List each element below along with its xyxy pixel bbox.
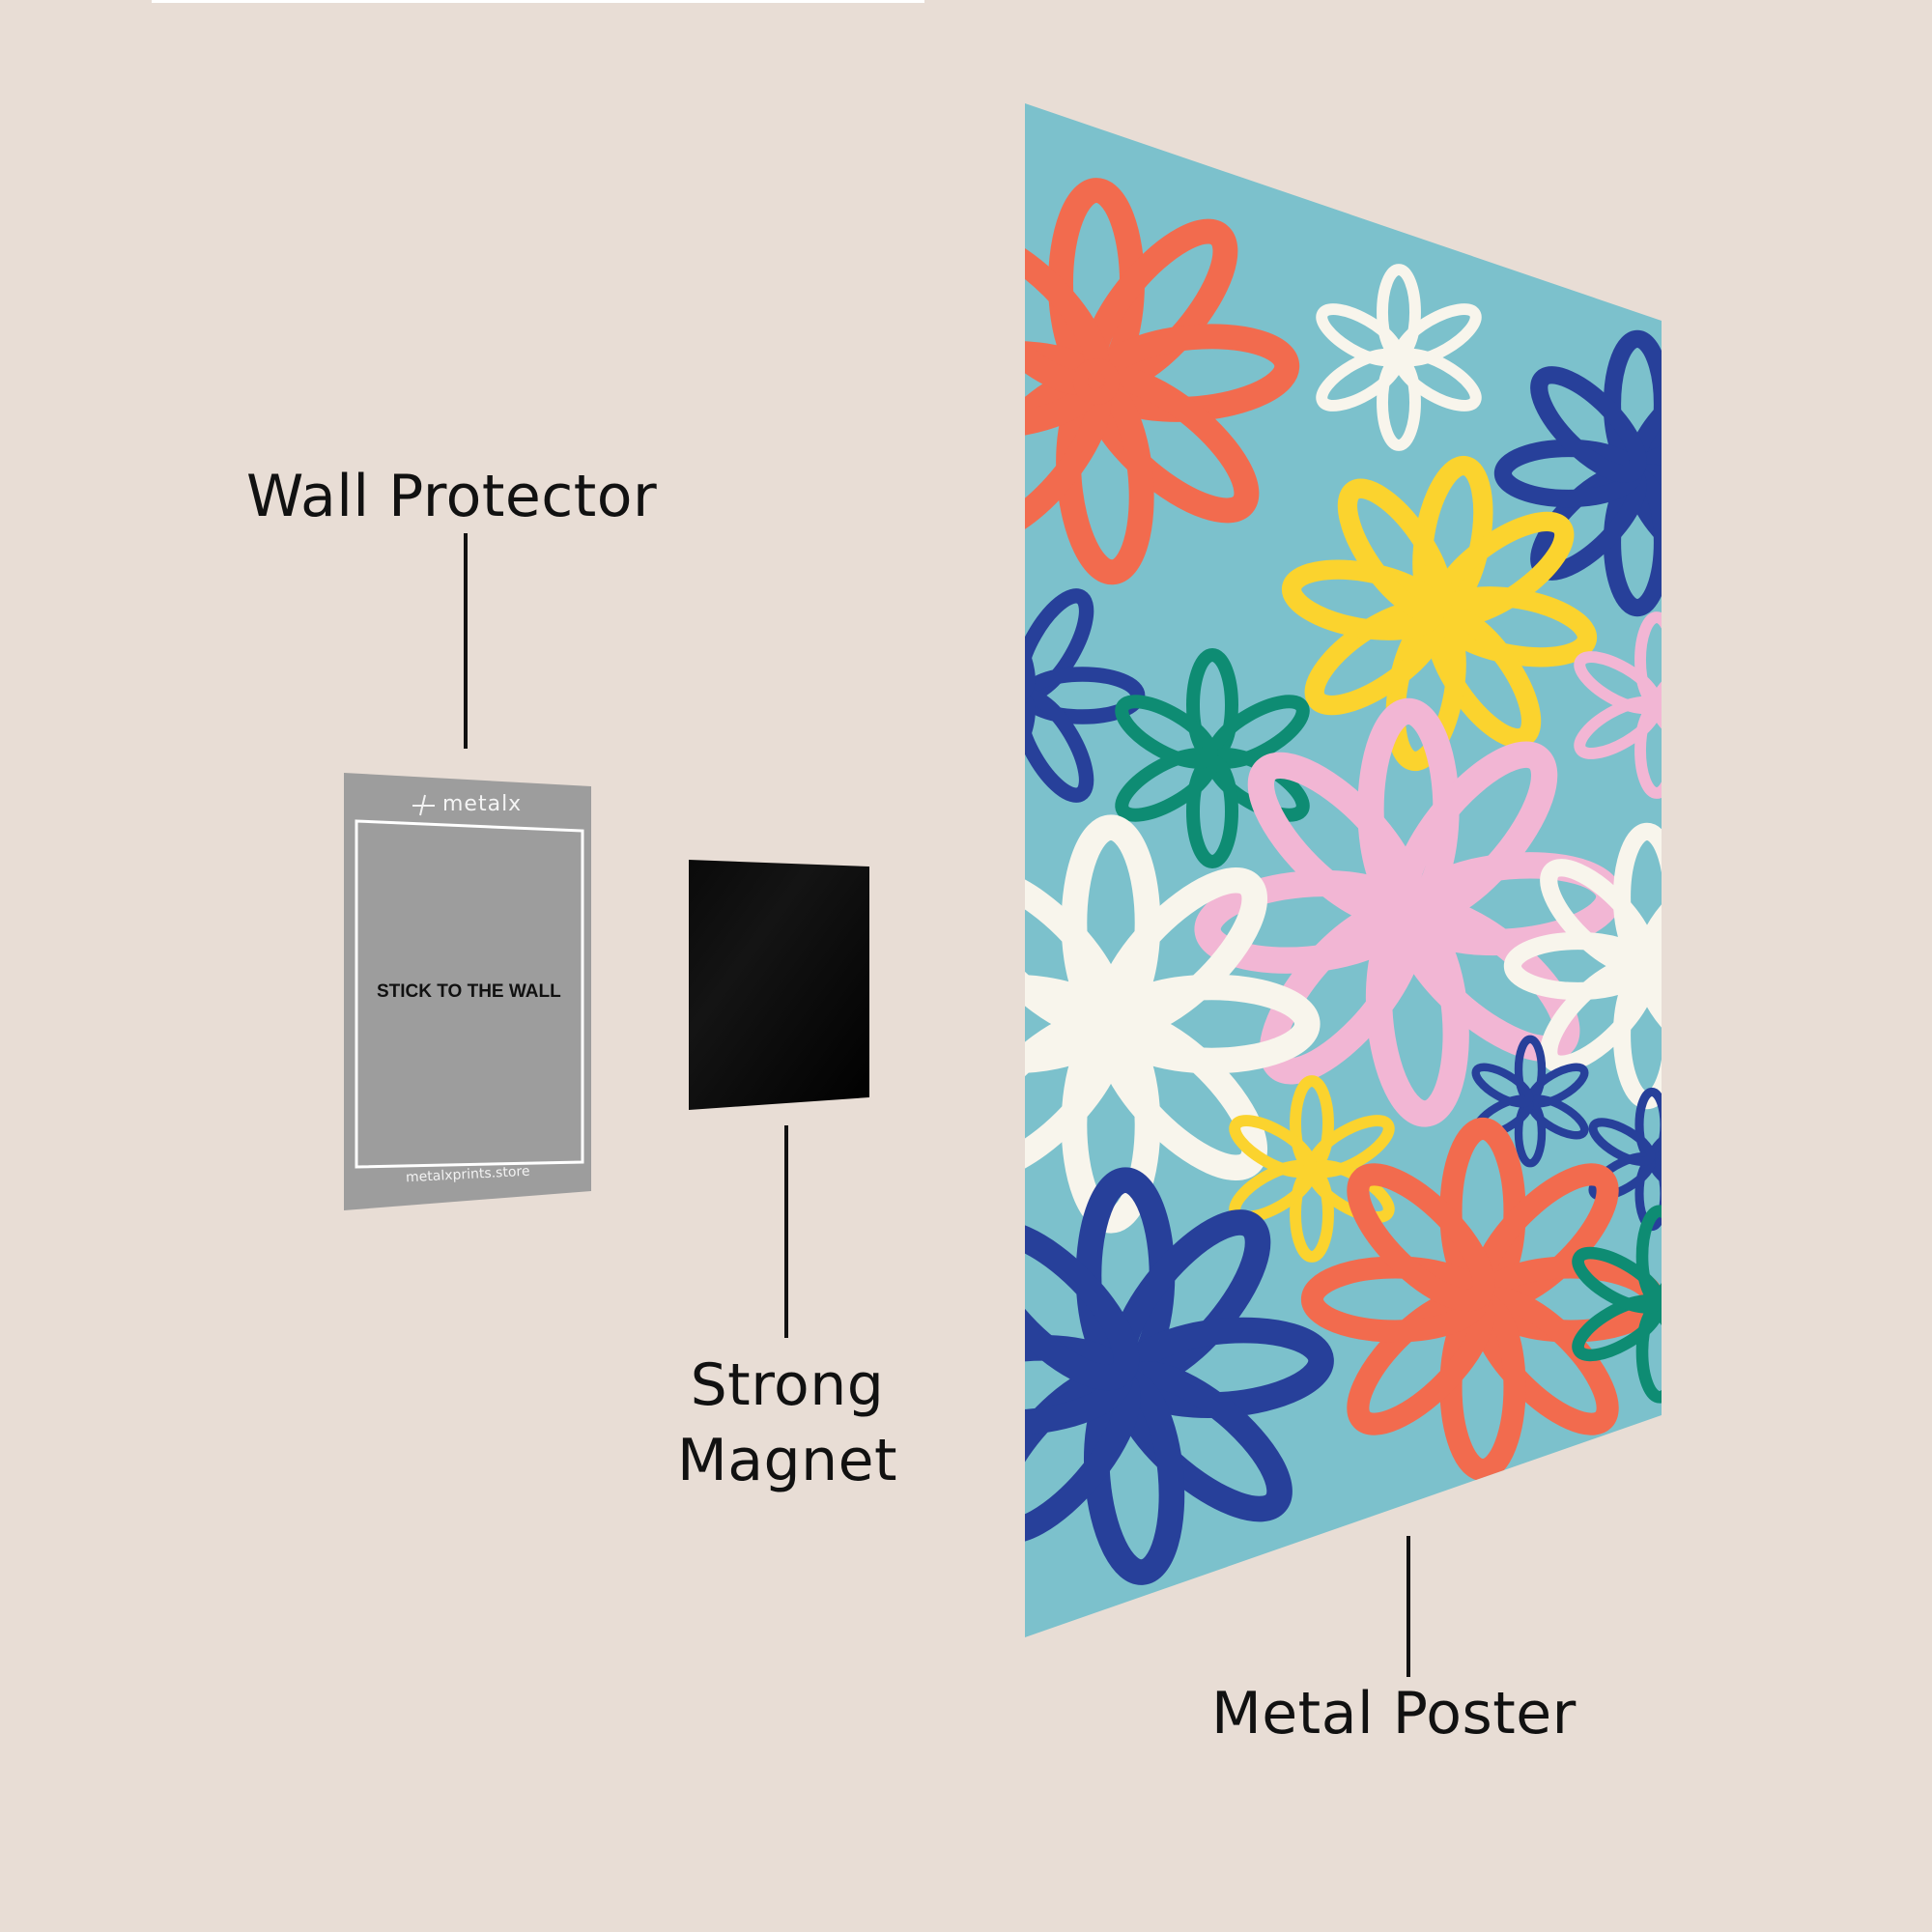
metalx-logo-icon xyxy=(412,794,435,816)
wall-protector-frame xyxy=(355,819,584,1169)
connector-strong-magnet xyxy=(784,1125,788,1338)
wall-protector-instruction: STICK TO THE WALL xyxy=(377,981,561,1002)
metal-poster xyxy=(903,103,1662,1637)
label-strong-magnet-line1: Strong xyxy=(690,1351,885,1419)
wall-protector xyxy=(344,773,591,1210)
wall-protector-plate xyxy=(344,773,591,1210)
label-strong-magnet: Strong Magnet xyxy=(667,1348,908,1498)
strong-magnet xyxy=(689,860,869,1110)
label-strong-magnet-line2: Magnet xyxy=(676,1427,898,1494)
top-edge-strip xyxy=(152,0,924,3)
wall-protector-brand: metalx xyxy=(442,792,523,816)
label-metal-poster: Metal Poster xyxy=(1211,1680,1577,1747)
flower-coral xyxy=(903,190,1291,575)
connector-metal-poster xyxy=(1406,1536,1410,1677)
connector-wall-protector xyxy=(464,533,468,749)
label-wall-protector: Wall Protector xyxy=(246,463,658,530)
